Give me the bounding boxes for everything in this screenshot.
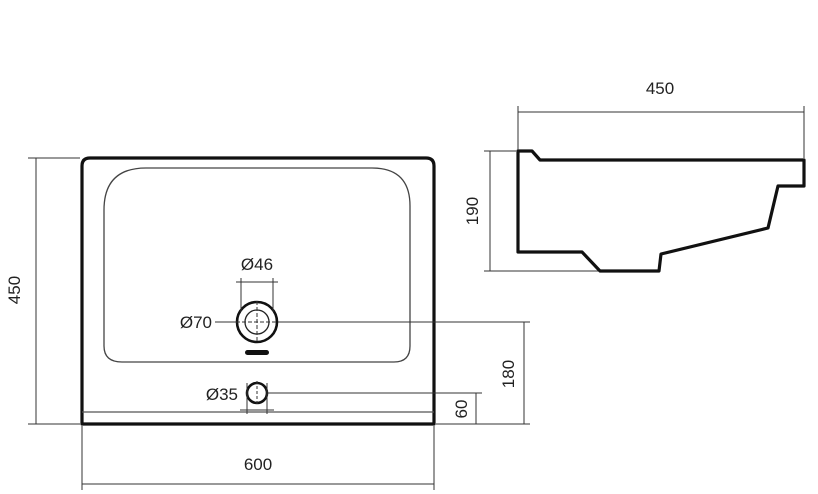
sink-outer-outline	[80, 156, 436, 426]
top-view: Ø46 Ø70 Ø35 600 450 180 60	[5, 156, 530, 490]
label-side-height-190: 190	[463, 197, 482, 225]
label-tap-hole-outer: Ø70	[180, 313, 212, 332]
label-side-depth-450: 450	[646, 79, 674, 98]
label-tap-to-front-180: 180	[499, 360, 518, 388]
drain-slot	[245, 350, 269, 355]
side-view: 450 190	[463, 79, 806, 273]
side-profile-outline	[516, 149, 806, 273]
label-depth-450: 450	[5, 276, 24, 304]
label-tap-hole-inner: Ø46	[241, 255, 273, 274]
label-width-600: 600	[244, 455, 272, 474]
basin-outline	[103, 167, 411, 363]
label-overflow-hole: Ø35	[206, 385, 238, 404]
label-overflow-to-front-60: 60	[452, 400, 471, 419]
